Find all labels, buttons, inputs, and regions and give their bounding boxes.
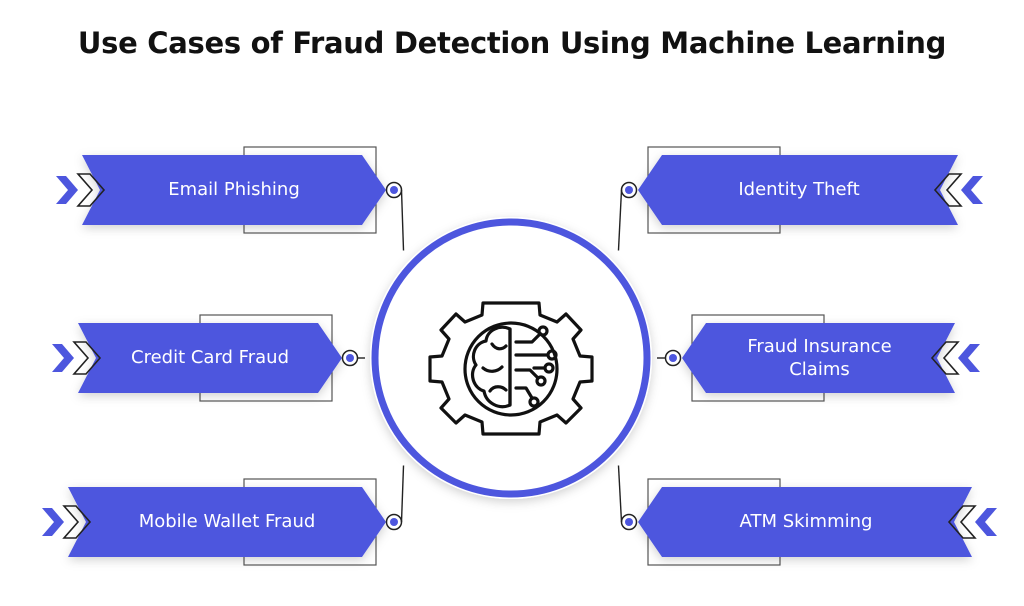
use-case-label-identity-theft: Identity Theft: [738, 179, 860, 201]
use-case-fraud-insurance-claims: [682, 314, 955, 402]
banner-shape: [82, 155, 386, 225]
connector-dot-inner: [390, 186, 398, 194]
chevron-right-icon: [56, 173, 106, 207]
use-case-label-email-phishing: Email Phishing: [168, 179, 300, 201]
connector-dot-inner: [625, 518, 633, 526]
chevron-left-icon: [930, 341, 980, 375]
gear-brain-circuit-icon: [428, 301, 594, 436]
banner-shape: [638, 487, 972, 557]
use-case-label-fraud-insurance-claims: Fraud Insurance Claims: [747, 335, 892, 380]
use-case-label-credit-card-fraud: Credit Card Fraud: [131, 347, 289, 369]
connector-line: [617, 465, 623, 523]
connector-dot-inner: [390, 518, 398, 526]
connector-dot-inner: [625, 186, 633, 194]
connector-line: [617, 189, 623, 251]
connector-line: [400, 189, 405, 251]
chevron-right-icon: [42, 505, 92, 539]
connector-dot-inner: [669, 354, 677, 362]
use-case-label-mobile-wallet-fraud: Mobile Wallet Fraud: [138, 511, 316, 533]
chevron-left-icon: [933, 173, 983, 207]
chevron-right-icon: [52, 341, 102, 375]
banner-shape: [638, 155, 958, 225]
use-case-atm-skimming: [638, 478, 972, 566]
use-case-credit-card-fraud: [78, 314, 342, 402]
page-title: Use Cases of Fraud Detection Using Machi…: [77, 26, 947, 60]
connector-line: [400, 465, 405, 523]
use-case-identity-theft: [638, 146, 958, 234]
banner-shape: [682, 323, 955, 393]
banner-shape: [78, 323, 342, 393]
connector-dot-inner: [346, 354, 354, 362]
chevron-left-icon: [947, 505, 997, 539]
use-case-mobile-wallet-fraud: [68, 478, 386, 566]
use-case-email-phishing: [82, 146, 386, 234]
use-case-label-atm-skimming: ATM Skimming: [739, 511, 873, 533]
banner-shape: [68, 487, 386, 557]
